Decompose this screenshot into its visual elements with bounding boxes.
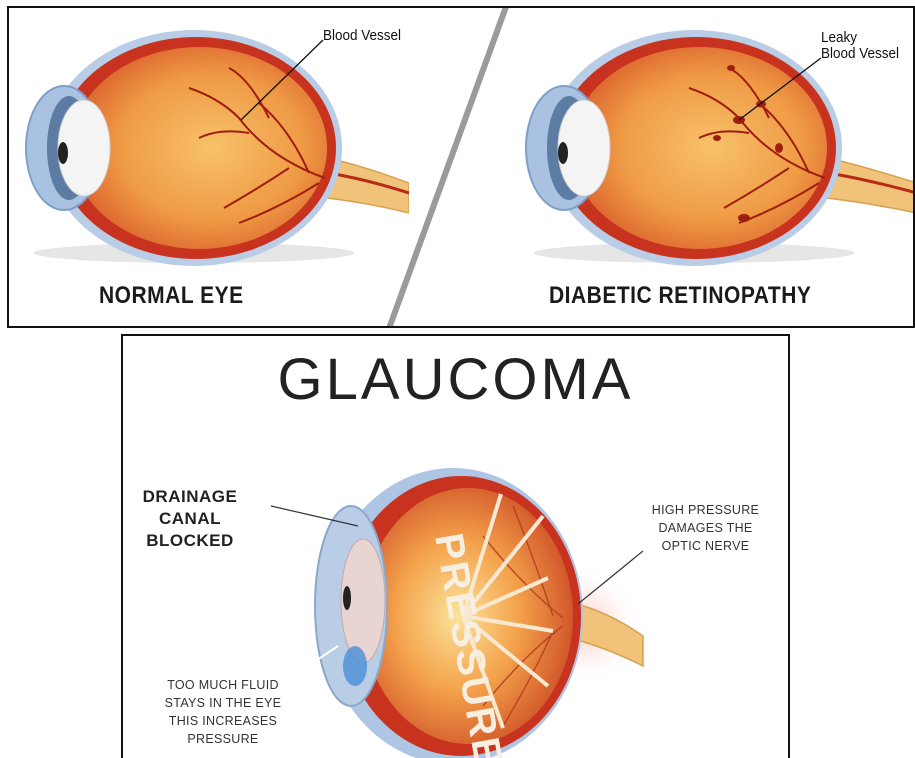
- fluid-line-2: STAYS IN THE EYE: [158, 694, 288, 712]
- high-pressure-line-3: OPTIC NERVE: [643, 537, 768, 555]
- diabetic-retinopathy-caption: DIABETIC RETINOPATHY: [549, 282, 811, 310]
- drainage-line-1: DRAINAGE: [135, 486, 245, 508]
- comparison-panel: Blood Vessel Leaky Blood Vessel NORMAL E…: [7, 6, 915, 328]
- normal-eye-caption: NORMAL EYE: [99, 282, 244, 310]
- drainage-line-3: BLOCKED: [135, 530, 245, 552]
- fluid-line-3: THIS INCREASES: [158, 712, 288, 730]
- fluid-line-1: TOO MUCH FLUID: [158, 676, 288, 694]
- drainage-line-2: CANAL: [135, 508, 245, 530]
- callout-line-2: Blood Vessel: [821, 46, 899, 62]
- leaky-blood-vessel-callout: Leaky Blood Vessel: [821, 30, 899, 62]
- drainage-canal-label: DRAINAGE CANAL BLOCKED: [135, 486, 245, 552]
- callout-line-1: Leaky: [821, 30, 899, 46]
- fluid-label: TOO MUCH FLUID STAYS IN THE EYE THIS INC…: [158, 676, 288, 748]
- high-pressure-label: HIGH PRESSURE DAMAGES THE OPTIC NERVE: [643, 501, 768, 555]
- blood-vessel-callout: Blood Vessel: [323, 28, 401, 44]
- glaucoma-panel: GLAUCOMA: [121, 334, 790, 758]
- normal-eye-illustration: [9, 8, 409, 278]
- high-pressure-line-2: DAMAGES THE: [643, 519, 768, 537]
- high-pressure-line-1: HIGH PRESSURE: [643, 501, 768, 519]
- fluid-line-4: PRESSURE: [158, 730, 288, 748]
